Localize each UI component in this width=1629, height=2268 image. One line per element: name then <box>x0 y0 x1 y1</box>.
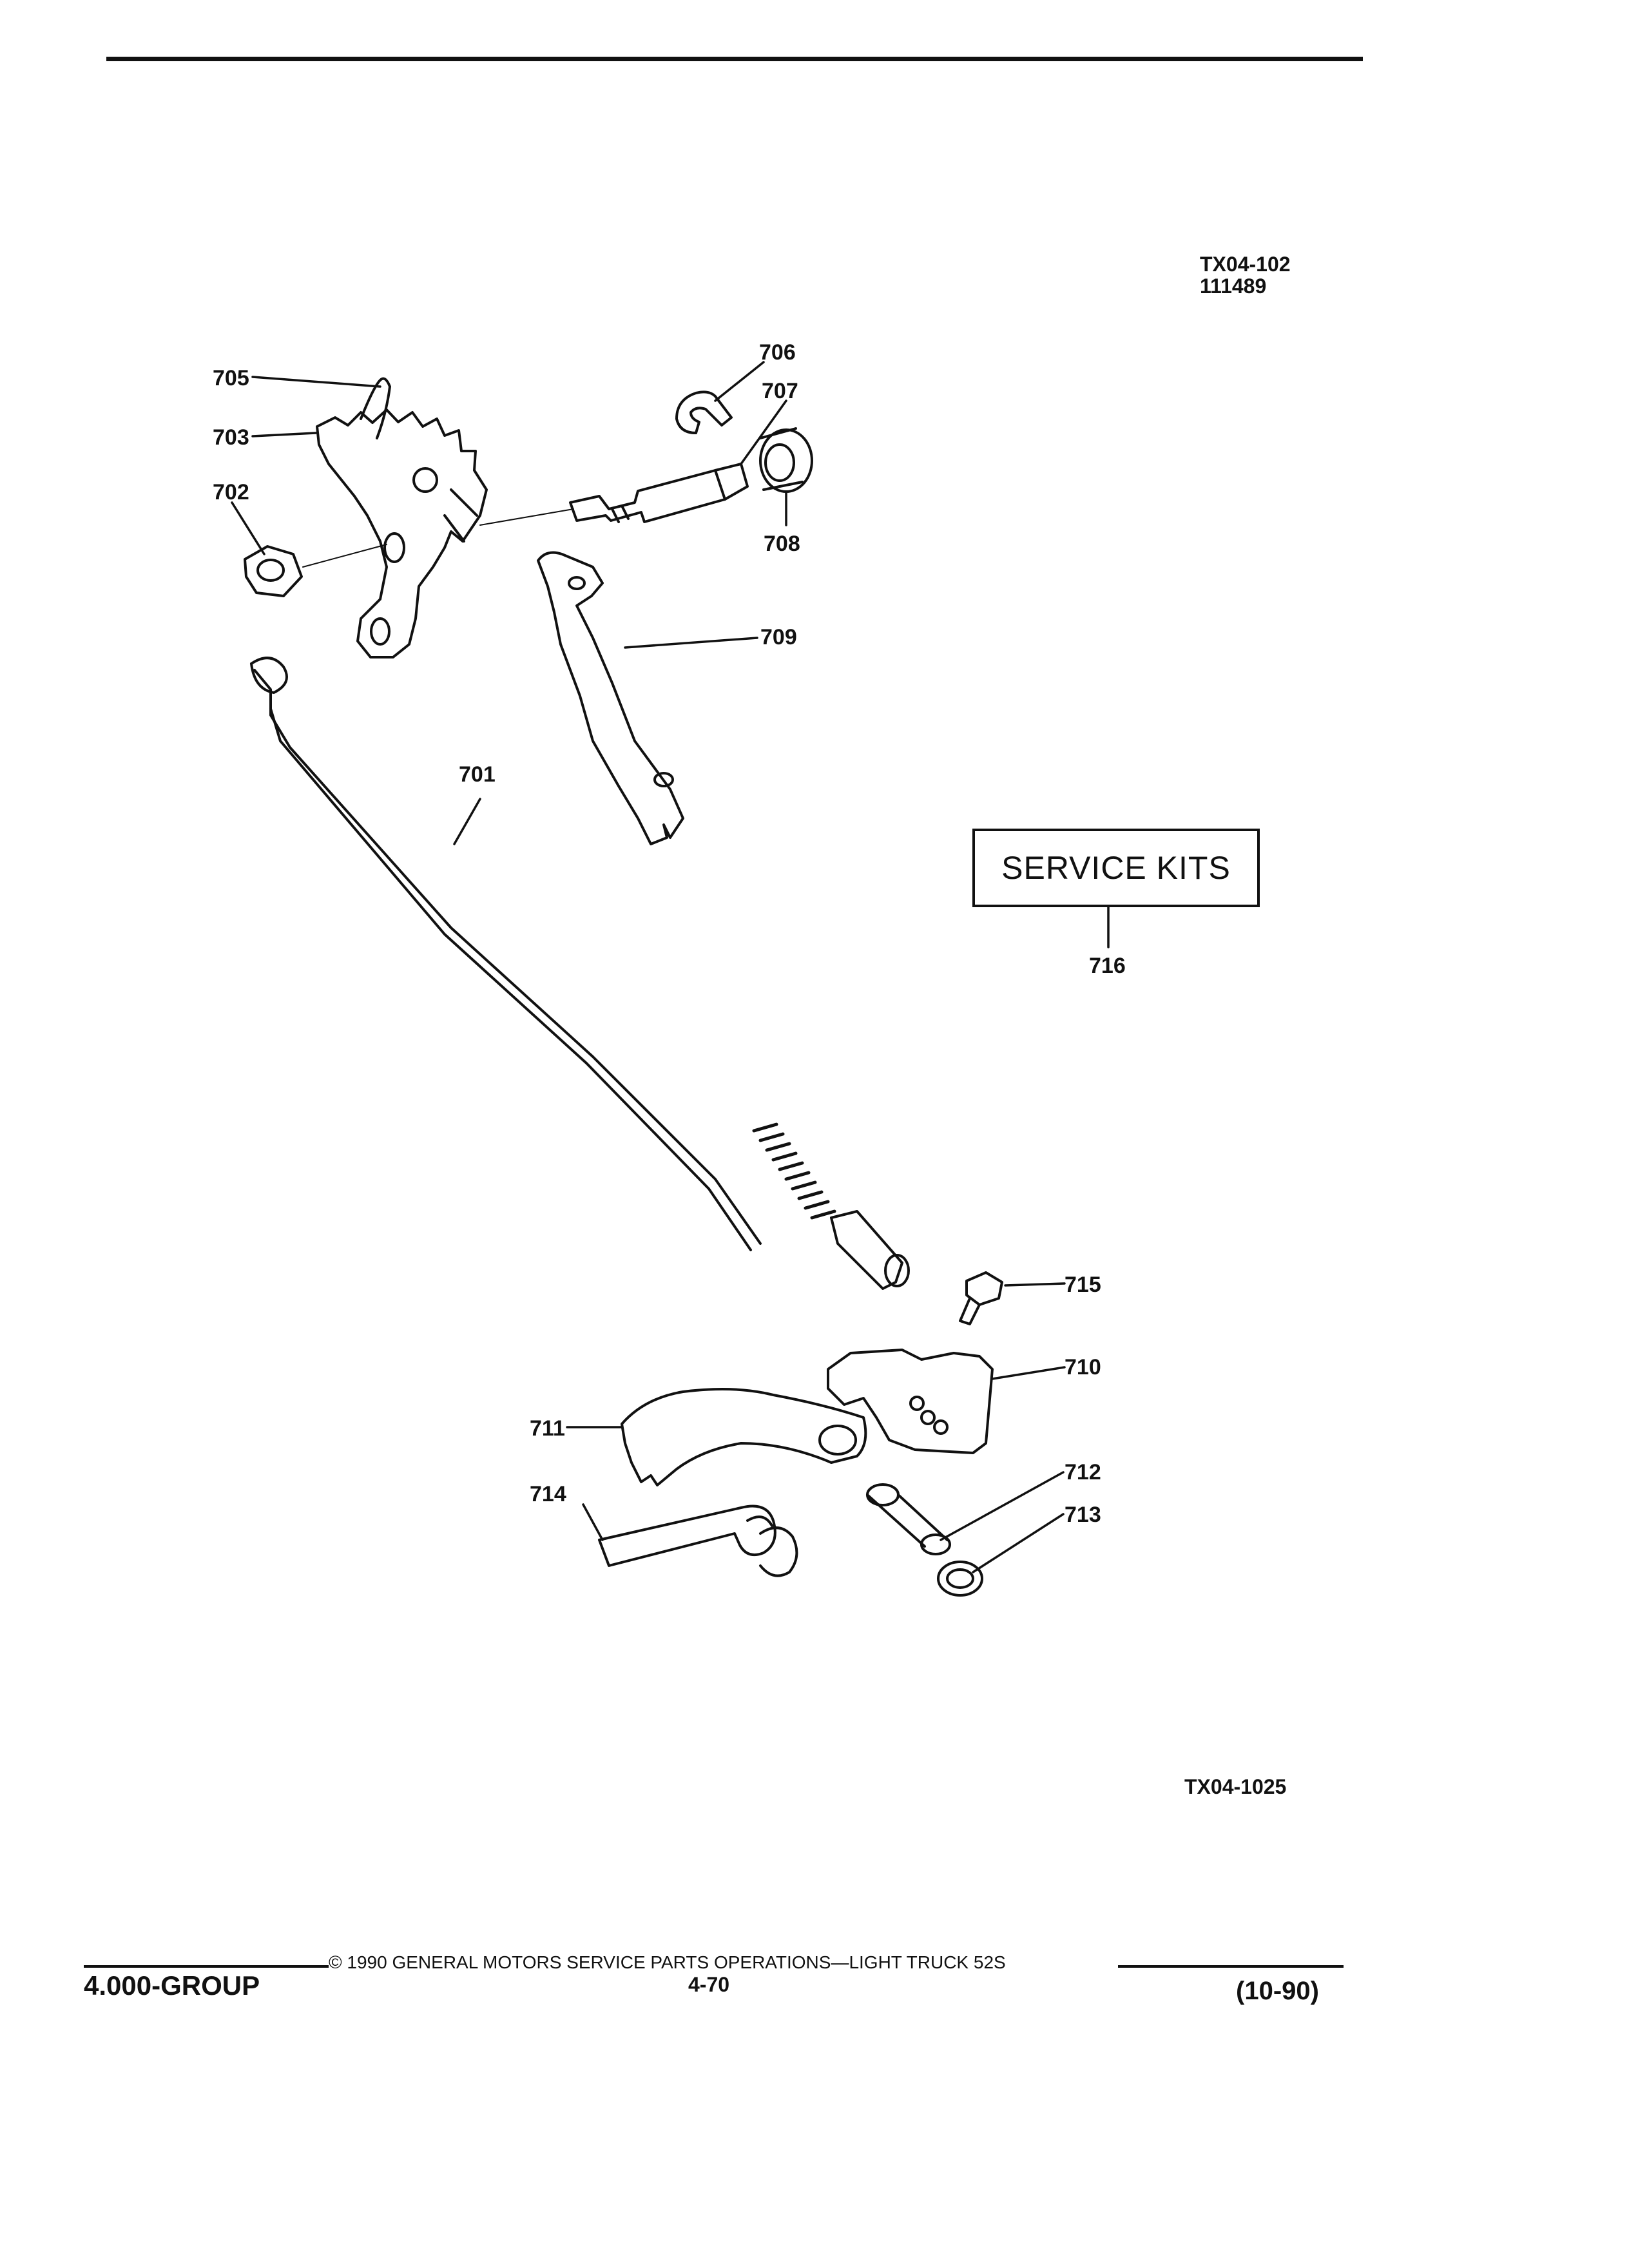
callout-716: 716 <box>1089 954 1126 978</box>
cable-rod-701 <box>250 657 910 1290</box>
leader-709 <box>624 637 758 649</box>
footer-revision: (10-90) <box>1236 1977 1319 2005</box>
callout-706: 706 <box>759 340 796 365</box>
adjuster-screw-707 <box>569 463 749 523</box>
callout-701: 701 <box>459 762 496 787</box>
callout-714: 714 <box>530 1482 566 1506</box>
washer-713 <box>937 1561 983 1597</box>
callout-709: 709 <box>760 625 797 649</box>
service-kits-label: SERVICE KITS <box>1001 850 1231 886</box>
figure-code: TX04-1025 <box>1184 1775 1287 1798</box>
callout-707: 707 <box>762 379 798 403</box>
callout-711: 711 <box>530 1416 565 1441</box>
bracket-710 <box>827 1349 994 1454</box>
leader-706 <box>714 361 765 402</box>
bushing-712 <box>866 1483 951 1555</box>
spring-clip-705 <box>360 377 391 439</box>
leader-713 <box>972 1513 1065 1573</box>
leader-707 <box>740 399 787 465</box>
footer-page-number: 4-70 <box>688 1973 730 1996</box>
leader-714 <box>582 1503 604 1541</box>
leader-710 <box>991 1366 1066 1380</box>
footer-group: 4.000-GROUP <box>84 1970 260 2001</box>
callout-702: 702 <box>213 480 249 505</box>
lever-709 <box>537 551 684 845</box>
callout-713: 713 <box>1065 1503 1101 1527</box>
footer-copyright: © 1990 GENERAL MOTORS SERVICE PARTS OPER… <box>329 1952 1006 1972</box>
callout-708: 708 <box>764 532 800 556</box>
callout-710: 710 <box>1065 1355 1101 1379</box>
callout-703: 703 <box>213 425 249 450</box>
callout-715: 715 <box>1065 1273 1101 1297</box>
bolt-715 <box>959 1271 1003 1325</box>
leader-712 <box>940 1471 1065 1541</box>
service-kits-box: SERVICE KITS <box>972 829 1260 907</box>
callout-712: 712 <box>1065 1460 1101 1485</box>
adjuster-lever-703 <box>316 408 488 658</box>
top-rule <box>106 57 1363 61</box>
callout-705-label: 705 <box>213 366 249 390</box>
retainer-clip-706 <box>675 390 733 434</box>
leader-702 <box>231 501 265 555</box>
leader-701 <box>453 798 481 845</box>
leader-715 <box>1004 1282 1066 1287</box>
footer-rule-right <box>1118 1965 1344 1968</box>
header-code: TX04-102 <box>1200 253 1291 276</box>
washer-708 <box>759 427 813 493</box>
leader-703 <box>251 432 317 437</box>
torsion-spring-714 <box>598 1504 798 1577</box>
nut-702 <box>244 545 303 597</box>
header-date-code: 111489 <box>1200 274 1267 298</box>
leader-705 <box>251 376 381 388</box>
segment-lever-711 <box>621 1388 867 1486</box>
footer-rule-left <box>84 1965 329 1968</box>
